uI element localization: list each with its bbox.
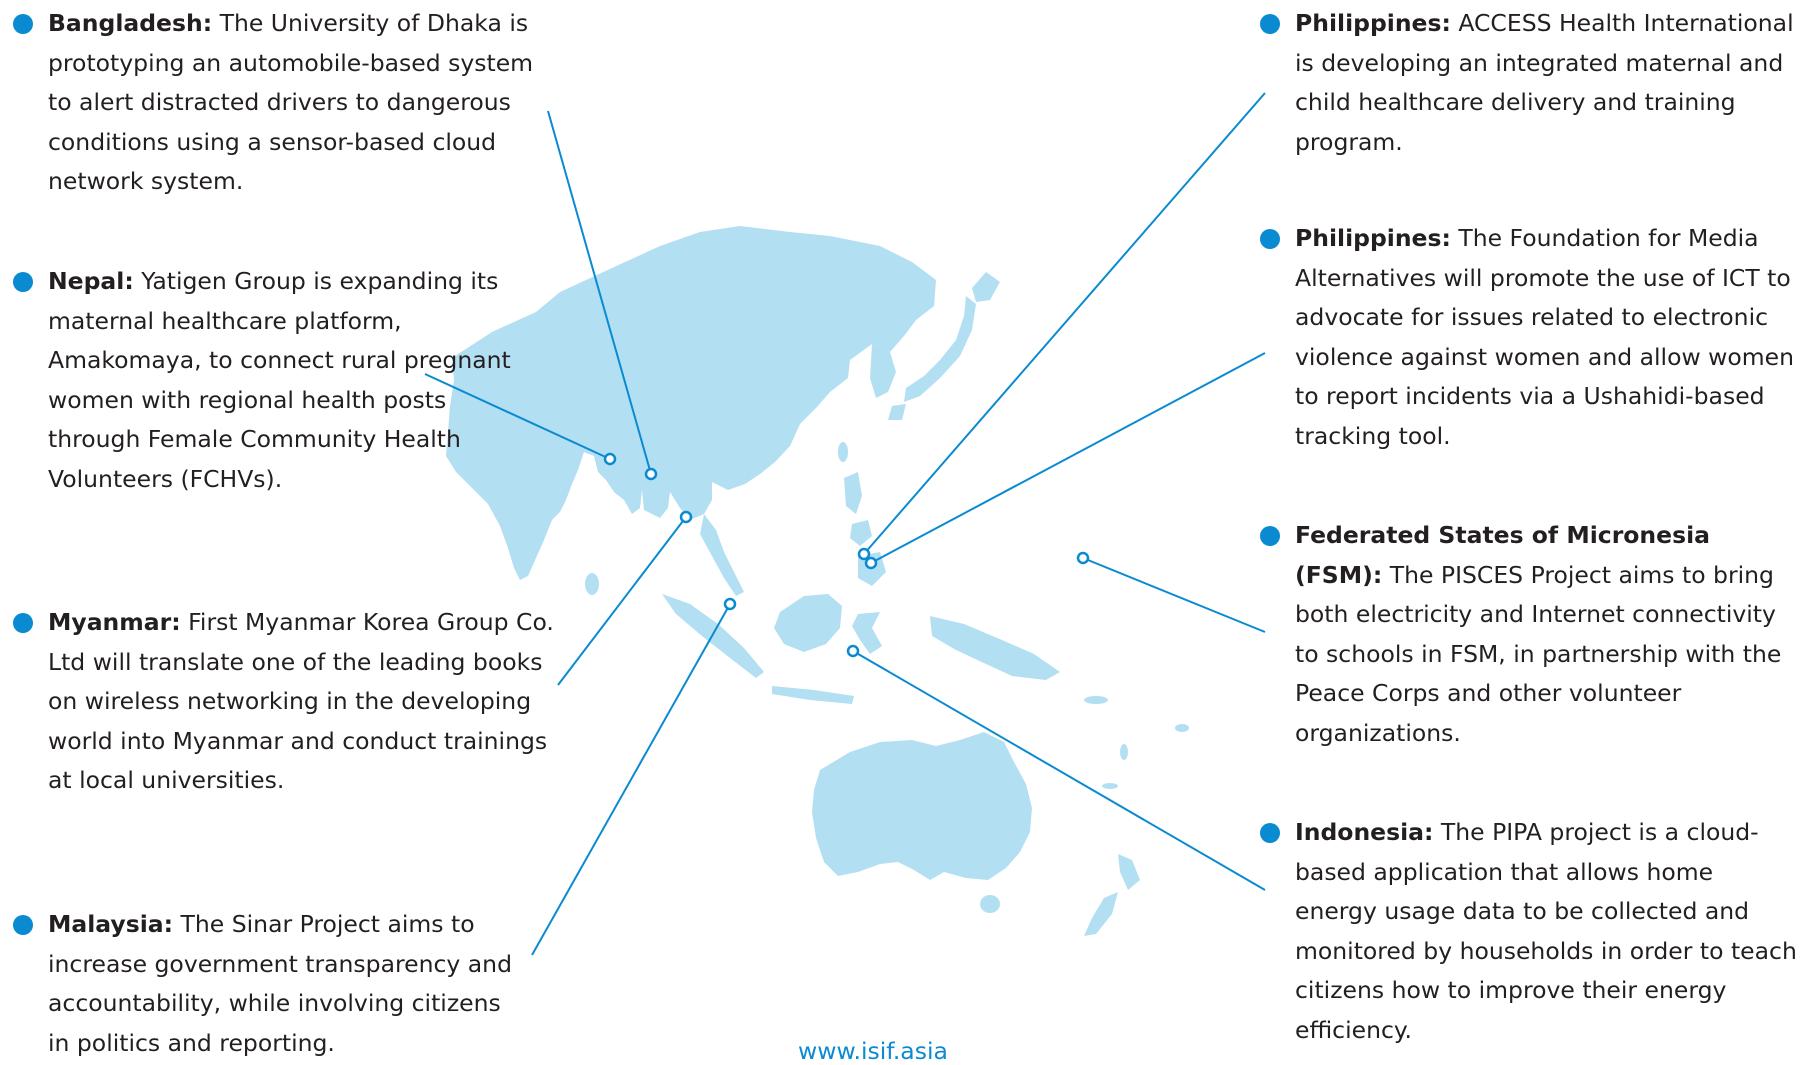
marker-philippines-1 [857, 547, 871, 561]
sulawesi [852, 612, 882, 654]
bullet-icon [1260, 14, 1280, 34]
entry-myanmar: Myanmar: First Myanmar Korea Group Co. L… [13, 603, 558, 801]
entry-indonesia: Indonesia: The PIPA project is a cloud-b… [1260, 813, 1800, 1050]
entry-text: The PIPA project is a cloud-based applic… [1295, 818, 1797, 1044]
marker-malaysia [723, 597, 737, 611]
entry-country: Nepal: [48, 267, 134, 295]
new-zealand-south [1084, 892, 1118, 936]
marker-philippines-2 [864, 556, 878, 570]
marker-indonesia [846, 644, 860, 658]
bullet-icon [13, 14, 33, 34]
marker-fsm [1076, 551, 1090, 565]
asia-mainland [446, 226, 936, 580]
australia [812, 732, 1032, 880]
entry-country: Philippines: [1295, 224, 1451, 252]
bullet-icon [13, 915, 33, 935]
marker-myanmar [679, 510, 693, 524]
entry-malaysia: Malaysia: The Sinar Project aims to incr… [13, 905, 528, 1063]
entry-philippines-media-alternatives: Philippines: The Foundation for Media Al… [1260, 219, 1800, 456]
borneo [774, 594, 842, 652]
entry-country: Myanmar: [48, 608, 181, 636]
island-vanuatu [1120, 744, 1128, 760]
entry-text: ACCESS Health International is developin… [1295, 9, 1794, 156]
malay-peninsula [700, 514, 744, 596]
entry-country: Philippines: [1295, 9, 1451, 37]
bullet-icon [13, 272, 33, 292]
sri-lanka [585, 573, 599, 595]
philippines-luzon [844, 472, 862, 514]
tasmania [980, 895, 1000, 913]
island-solomons [1084, 696, 1108, 704]
entry-nepal: Nepal: Yatigen Group is expanding its ma… [13, 262, 518, 499]
bullet-icon [1260, 526, 1280, 546]
entry-country: Indonesia: [1295, 818, 1434, 846]
leader-line-philippines-1 [863, 92, 1266, 555]
footer-url-link[interactable]: www.isif.asia [798, 1037, 948, 1065]
entry-text: The PISCES Project aims to bring both el… [1295, 560, 1782, 747]
bullet-icon [1260, 229, 1280, 249]
entry-text: First Myanmar Korea Group Co. Ltd will t… [48, 608, 554, 794]
leader-line-fsm [1082, 557, 1266, 633]
entry-text: Yatigen Group is expanding its maternal … [48, 267, 511, 493]
new-zealand-north [1118, 854, 1140, 890]
japan-main [904, 296, 976, 402]
entry-bangladesh: Bangladesh: The University of Dhaka is p… [13, 4, 548, 202]
leader-line-philippines-2 [870, 352, 1266, 564]
taiwan [838, 442, 848, 462]
island-fiji [1175, 724, 1189, 732]
marker-nepal [603, 452, 617, 466]
bullet-icon [1260, 823, 1280, 843]
leader-line-malaysia [531, 603, 731, 956]
entry-micronesia: Federated States of Micronesia (FSM): Th… [1260, 516, 1800, 753]
leader-line-myanmar [557, 516, 687, 686]
leader-line-indonesia [852, 650, 1266, 891]
entry-text: The University of Dhaka is prototyping a… [48, 9, 534, 195]
island-new-caledonia [1102, 783, 1118, 789]
korea [870, 344, 896, 398]
marker-bangladesh [644, 467, 658, 481]
entry-country: Bangladesh: [48, 9, 213, 37]
entry-country: Federated States of Micronesia (FSM): [1295, 521, 1711, 589]
japan-kyushu [888, 404, 906, 420]
philippines-visayas [850, 520, 872, 546]
japan-hokkaido [972, 272, 1000, 302]
entry-text: The Foundation for Media Alternatives wi… [1295, 224, 1794, 450]
leader-line-bangladesh [547, 110, 652, 475]
entry-country: Malaysia: [48, 910, 174, 938]
leader-line-nepal [424, 373, 611, 460]
java [772, 686, 854, 704]
bullet-icon [13, 613, 33, 633]
new-guinea [930, 616, 1060, 680]
entry-philippines-access-health: Philippines: ACCESS Health International… [1260, 4, 1800, 162]
entry-text: The Sinar Project aims to increase gover… [48, 910, 512, 1057]
